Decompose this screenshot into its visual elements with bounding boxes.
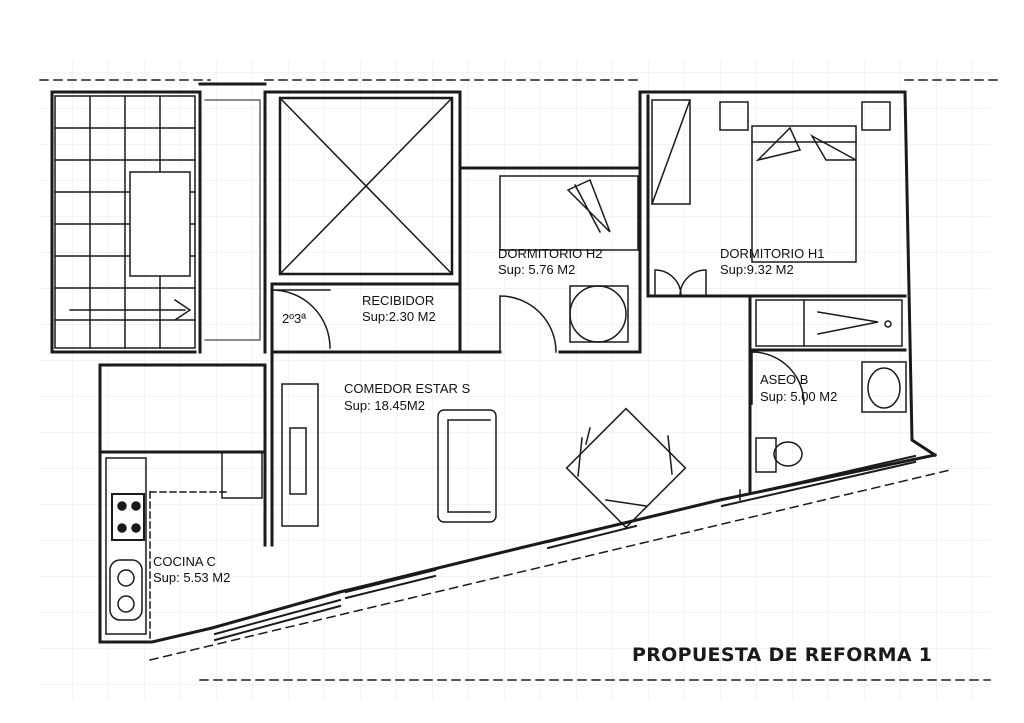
- room-label-dormitorio-h2: DORMITORIO H2: [498, 246, 603, 261]
- landing-label: 2º3ª: [282, 311, 307, 326]
- room-label-aseo: ASEO B: [760, 372, 809, 387]
- outer-walls: [50, 82, 938, 644]
- room-label-comedor-estar: COMEDOR ESTAR S: [344, 381, 471, 396]
- room-area-comedor-estar: Sup: 18.45M2: [344, 398, 425, 413]
- facade-dashes: [39, 79, 1001, 681]
- room-area-cocina: Sup: 5.53 M2: [153, 570, 231, 585]
- interior-walls: [98, 94, 907, 547]
- kitchen-fixtures: [105, 451, 263, 641]
- light-well: [278, 96, 454, 276]
- staircase: [54, 90, 267, 354]
- doors: [271, 269, 805, 501]
- facade-windows: [213, 454, 917, 642]
- living-furniture: [281, 383, 687, 529]
- room-label-recibidor: RECIBIDOR: [362, 293, 435, 308]
- bathroom-fixtures: [755, 299, 907, 473]
- bedroom-h2-furniture: [499, 175, 639, 343]
- room-area-recibidor: Sup:2.30 M2: [362, 309, 436, 324]
- room-area-dormitorio-h1: Sup:9.32 M2: [720, 262, 794, 277]
- room-label-dormitorio-h1: DORMITORIO H1: [720, 246, 825, 261]
- room-label-cocina: COCINA C: [153, 554, 216, 569]
- bedroom-h1-furniture: [651, 99, 891, 263]
- room-area-aseo: Sup: 5.00 M2: [760, 389, 838, 404]
- plan-title: PROPUESTA DE REFORMA 1: [632, 644, 933, 666]
- room-area-dormitorio-h2: Sup: 5.76 M2: [498, 262, 576, 277]
